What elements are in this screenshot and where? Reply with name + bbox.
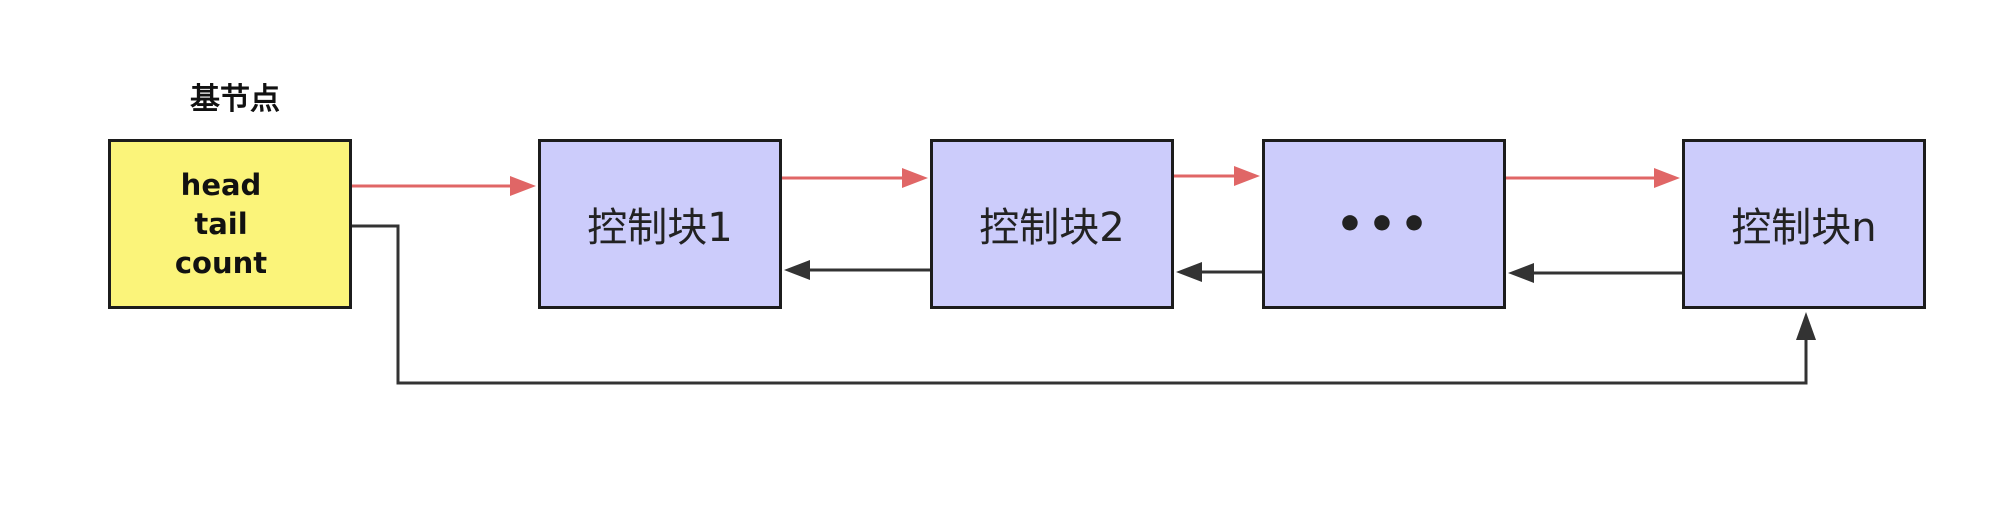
- block2-to-ellipsis-arrowhead: [1234, 166, 1260, 186]
- ellipsis-to-blockn-arrowhead: [1654, 168, 1680, 188]
- blockn-to-ellipsis-arrowhead: [1508, 263, 1534, 283]
- control-block-n: 控制块n: [1682, 139, 1926, 309]
- head-field: head: [180, 168, 262, 202]
- block1-to-block2-arrowhead: [902, 168, 928, 188]
- control-block-2: 控制块2: [930, 139, 1174, 309]
- control-block-1: 控制块1: [538, 139, 782, 309]
- base-node-title: 基节点: [190, 82, 280, 117]
- tail-to-blockn-arrowhead: [1796, 312, 1816, 340]
- base-node: head tail count: [108, 139, 352, 309]
- control-block-ellipsis: •••: [1262, 139, 1506, 309]
- tail-to-blockn-connector: [270, 224, 1808, 385]
- tail-field: tail: [194, 207, 248, 241]
- count-field: count: [174, 246, 268, 280]
- ellipsis-to-block2-arrowhead: [1176, 262, 1202, 282]
- block2-to-block1-arrowhead: [784, 260, 810, 280]
- head-to-block1-arrowhead: [510, 176, 536, 196]
